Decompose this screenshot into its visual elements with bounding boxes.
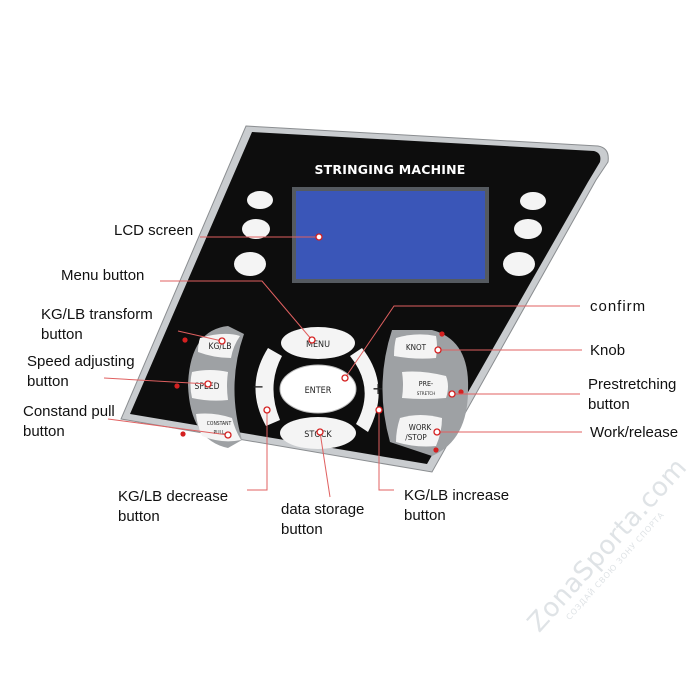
left-middle-button[interactable] — [242, 219, 270, 239]
dot-constant — [224, 431, 232, 439]
constant-pull-label-2: PULL — [213, 430, 225, 436]
dot-stock — [316, 428, 324, 436]
leader-speed — [103, 377, 209, 385]
led-work-stop — [433, 447, 439, 453]
label-prestretching: Prestretching button — [588, 376, 677, 413]
left-bottom-button[interactable] — [234, 252, 266, 276]
minus-label: − — [252, 377, 264, 396]
leader-decrease — [247, 410, 268, 491]
leader-dots — [204, 233, 456, 439]
work-stop-label-2: /STOP — [405, 433, 427, 442]
label-menu-button: Menu button — [61, 267, 145, 284]
dot-decrease — [263, 406, 271, 414]
led-speed — [174, 383, 180, 389]
label-lcd-screen: LCD screen — [114, 222, 194, 239]
dot-speed — [204, 380, 212, 388]
kglb-button-label: KG/LB — [208, 342, 231, 352]
label-work-release: Work/release — [590, 424, 679, 441]
lcd-screen — [296, 191, 485, 279]
dot-work — [433, 428, 441, 436]
kglb-decrease-button[interactable] — [255, 348, 282, 426]
enter-button[interactable] — [279, 364, 357, 414]
dot-menu — [308, 336, 316, 344]
constant-pull-label-1: CONSTANT — [207, 421, 232, 427]
led-constant-pull — [180, 431, 186, 437]
leader-confirm — [344, 305, 580, 379]
dot-increase — [375, 406, 383, 414]
work-stop-button[interactable] — [396, 415, 442, 447]
leader-lines — [103, 236, 582, 498]
leader-constant — [107, 418, 229, 436]
leader-menu — [160, 280, 313, 341]
label-constant-pull: Constand pull button — [23, 403, 115, 440]
panel-title: STRINGING MACHINE — [314, 162, 465, 177]
prestretch-label-1: PRE- — [419, 380, 433, 388]
leader-stock — [319, 431, 331, 498]
dot-knob — [434, 346, 442, 354]
label-kglb-decrease: KG/LB decrease button — [118, 488, 229, 525]
knot-button[interactable] — [394, 334, 437, 359]
prestretch-button[interactable] — [402, 371, 448, 400]
right-bottom-button[interactable] — [503, 252, 535, 276]
kglb-button[interactable] — [198, 333, 240, 358]
right-top-button[interactable] — [520, 192, 546, 210]
menu-button[interactable] — [281, 327, 355, 359]
menu-button-label: MENU — [306, 340, 330, 350]
label-knob: Knob — [590, 342, 626, 359]
label-kglb-transform: KG/LB transform button — [41, 306, 153, 343]
label-confirm: confirm — [590, 298, 647, 315]
indicator-leds — [174, 331, 464, 453]
knot-button-label: KNOT — [406, 343, 427, 352]
dot-kglb — [218, 337, 226, 345]
leader-increase — [378, 410, 394, 491]
led-knot — [439, 331, 445, 337]
work-stop-label-1: WORK — [409, 423, 432, 432]
led-kglb — [182, 337, 188, 343]
kglb-increase-button[interactable] — [350, 348, 379, 432]
dot-prestretch — [448, 390, 456, 398]
led-prestretch — [458, 389, 464, 395]
left-top-button[interactable] — [247, 191, 273, 209]
plus-label: + — [372, 379, 384, 398]
dot-lcd — [315, 233, 323, 241]
label-kglb-increase: KG/LB increase button — [404, 487, 510, 524]
dot-confirm — [341, 374, 349, 382]
label-data-storage: data storage button — [281, 501, 365, 538]
leader-kglb — [177, 330, 223, 342]
enter-button-label: ENTER — [305, 386, 332, 396]
prestretch-label-2: STRETCH — [417, 391, 436, 397]
right-middle-button[interactable] — [514, 219, 542, 239]
label-speed-adjusting: Speed adjusting button — [27, 353, 135, 390]
